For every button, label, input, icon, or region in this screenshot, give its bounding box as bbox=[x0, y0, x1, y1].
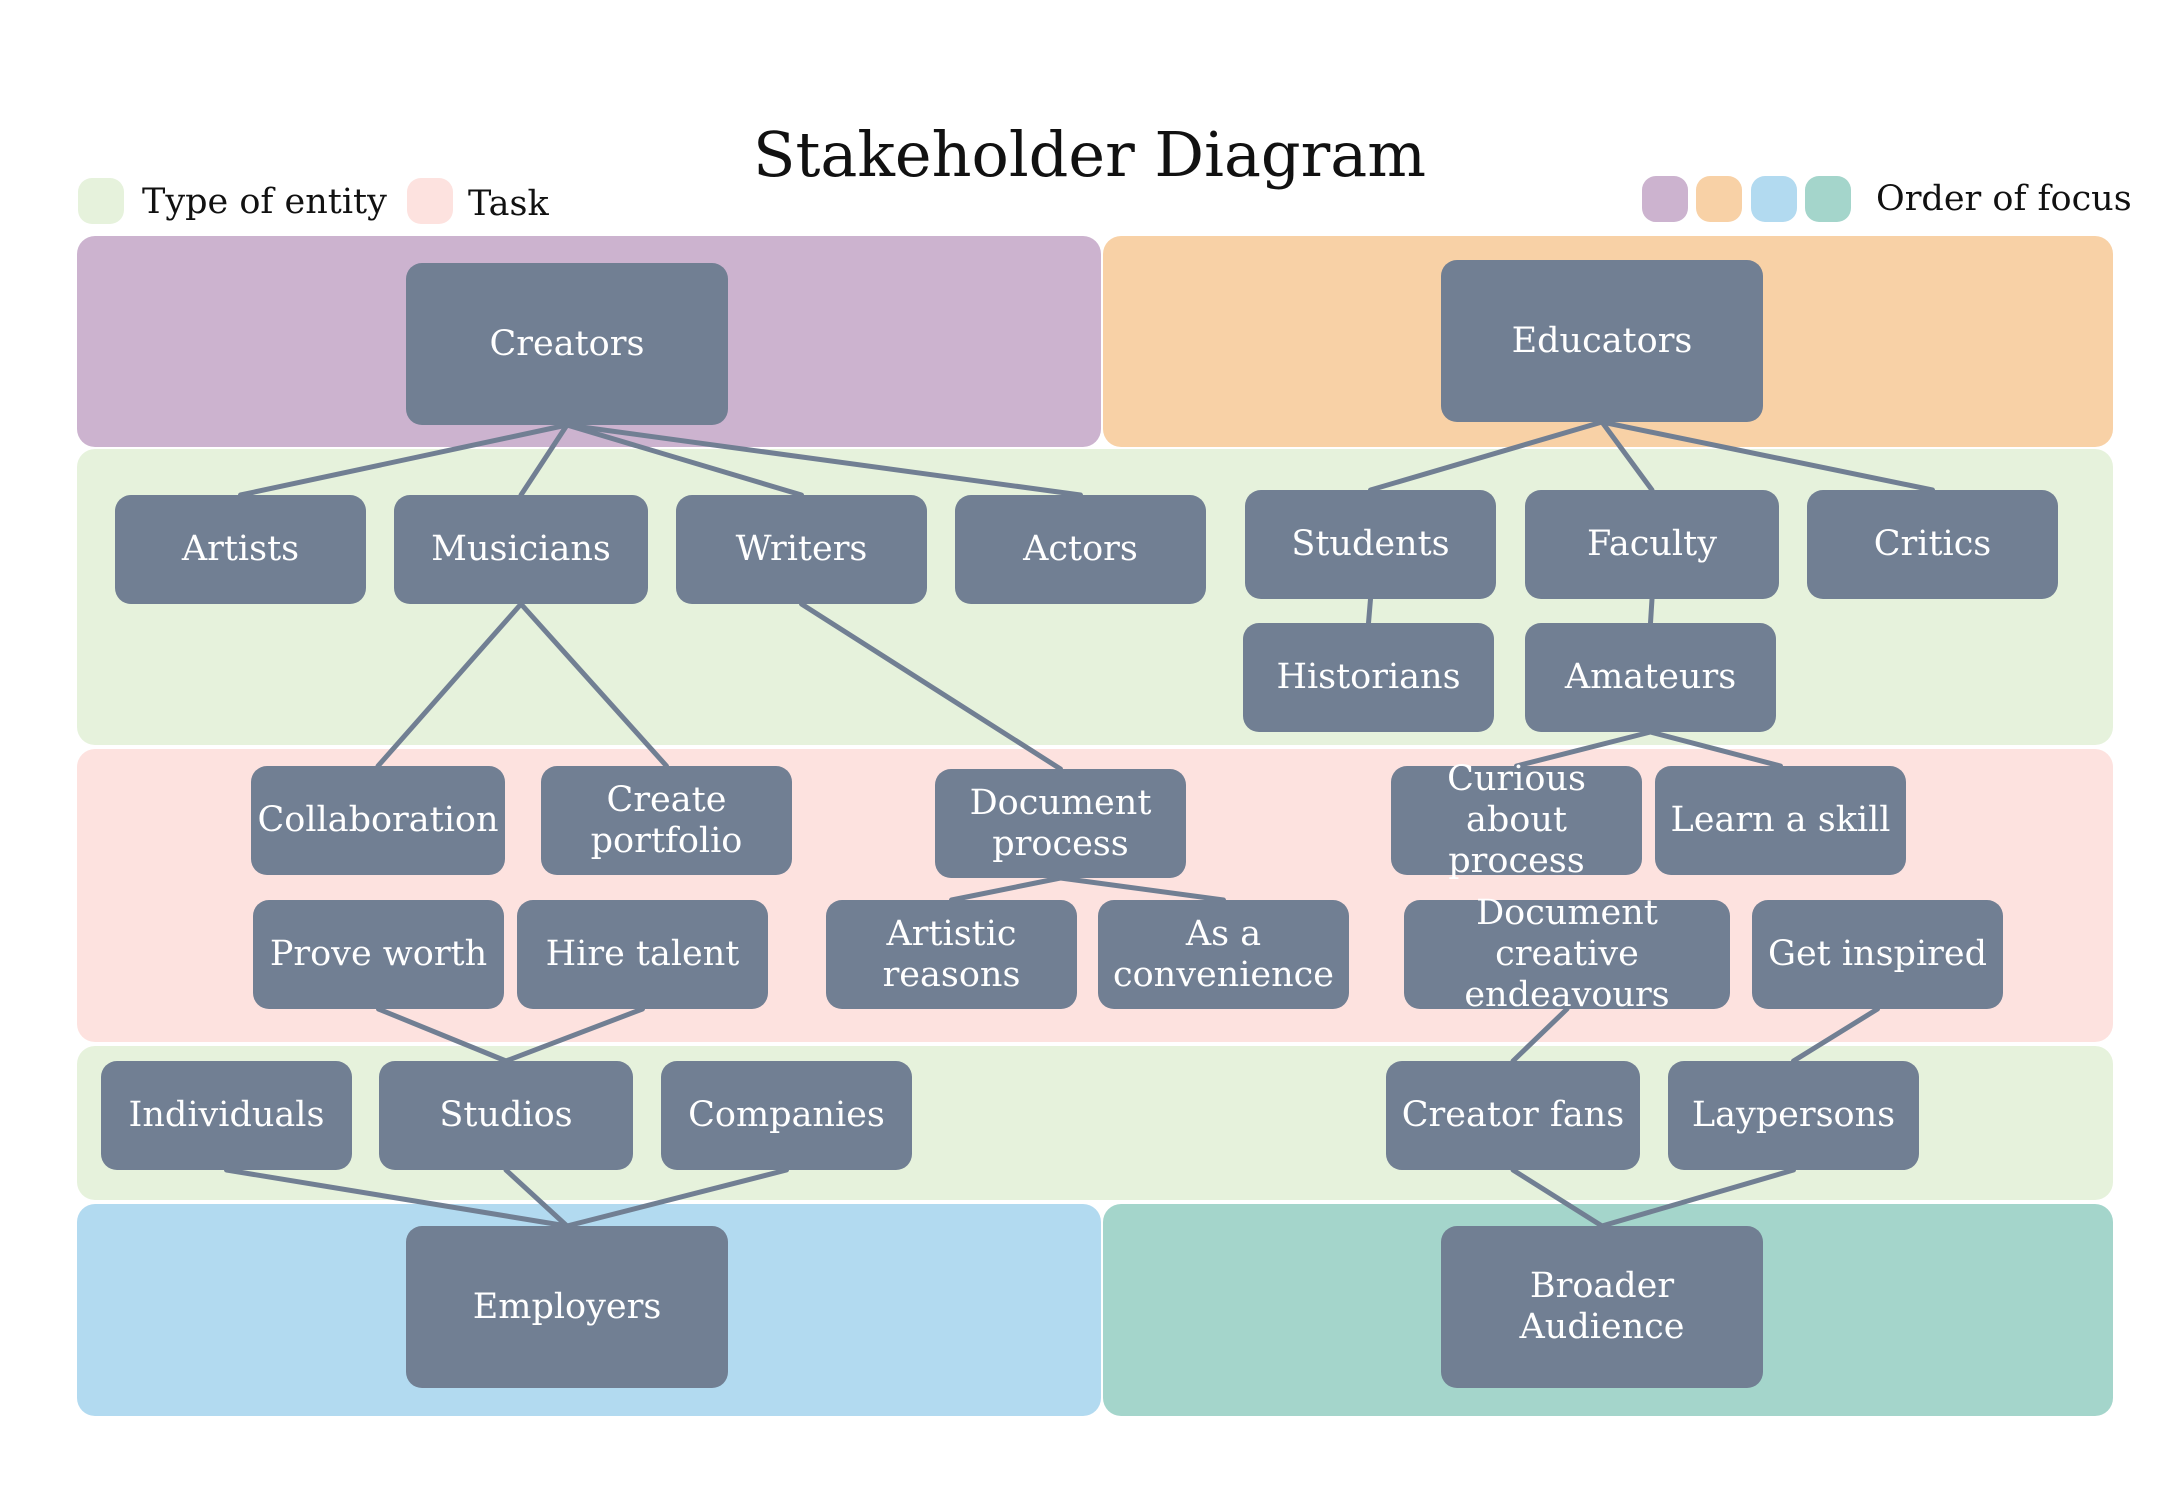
hire-talent-label: Hire talent bbox=[545, 934, 740, 974]
curious-about-process-label: Curious about process bbox=[1447, 759, 1586, 881]
edge-prove_worth-studios bbox=[376, 1006, 509, 1064]
learn-a-skill-label: Learn a skill bbox=[1670, 800, 1891, 840]
edge-creators-musicians bbox=[518, 422, 570, 498]
creator-fans-node[interactable]: Creator fans bbox=[1386, 1061, 1640, 1170]
edge-educators-critics bbox=[1599, 419, 1935, 493]
students-node[interactable]: Students bbox=[1245, 490, 1496, 599]
creators-label: Creators bbox=[489, 323, 645, 364]
edge-writers-document_process bbox=[799, 601, 1063, 772]
edge-hire_talent-studios bbox=[503, 1006, 645, 1064]
curious-about-process-node[interactable]: Curious about process bbox=[1391, 759, 1642, 881]
edge-faculty-amateurs bbox=[1648, 596, 1655, 626]
edge-get_inspired-laypersons bbox=[1791, 1006, 1880, 1064]
broader-audience-label: Broader Audience bbox=[1519, 1266, 1685, 1347]
edge-creators-actors bbox=[564, 422, 1083, 498]
artistic-reasons-node[interactable]: Artistic reasons bbox=[826, 900, 1077, 1009]
diagram-title: Stakeholder Diagram bbox=[752, 118, 1426, 191]
employers-label: Employers bbox=[472, 1286, 662, 1327]
musicians-node[interactable]: Musicians bbox=[394, 495, 648, 604]
collaboration-node[interactable]: Collaboration bbox=[251, 766, 505, 875]
prove-worth-label: Prove worth bbox=[269, 934, 488, 974]
edge-amateurs-learn_a_skill bbox=[1648, 729, 1783, 769]
legend-task-label: Task bbox=[468, 184, 549, 224]
edge-individuals-employers bbox=[224, 1167, 570, 1229]
laypersons-label: Laypersons bbox=[1691, 1095, 1896, 1135]
creator-fans-label: Creator fans bbox=[1401, 1095, 1625, 1135]
laypersons-node[interactable]: Laypersons bbox=[1668, 1061, 1919, 1170]
edge-creator_fans-broader_audience bbox=[1510, 1167, 1605, 1229]
creators-node[interactable]: Creators bbox=[406, 263, 728, 425]
artists-label: Artists bbox=[181, 529, 300, 569]
as-a-convenience-node[interactable]: As a convenience bbox=[1098, 900, 1349, 1009]
companies-label: Companies bbox=[688, 1095, 885, 1135]
edge-educators-faculty bbox=[1599, 419, 1655, 493]
get-inspired-node[interactable]: Get inspired bbox=[1752, 900, 2003, 1009]
studios-node[interactable]: Studios bbox=[379, 1061, 633, 1170]
musicians-label: Musicians bbox=[431, 529, 611, 569]
critics-label: Critics bbox=[1873, 524, 1992, 564]
edge-creators-writers bbox=[564, 422, 804, 498]
as-a-convenience-label: As a convenience bbox=[1112, 913, 1334, 995]
legend-order-swatch-1 bbox=[1642, 176, 1688, 222]
edge-amateurs-curious_about_process bbox=[1514, 729, 1653, 769]
edge-laypersons-broader_audience bbox=[1599, 1167, 1796, 1229]
critics-node[interactable]: Critics bbox=[1807, 490, 2058, 599]
students-label: Students bbox=[1291, 524, 1450, 564]
edge-musicians-create_portfolio bbox=[518, 601, 669, 769]
create-portfolio-label: Create portfolio bbox=[590, 779, 743, 861]
edge-creators-artists bbox=[238, 422, 570, 498]
edge-document_process-artistic_reasons bbox=[949, 875, 1063, 903]
artistic-reasons-label: Artistic reasons bbox=[882, 913, 1021, 995]
legend-order-swatch-2 bbox=[1696, 176, 1742, 222]
artists-node[interactable]: Artists bbox=[115, 495, 366, 604]
actors-node[interactable]: Actors bbox=[955, 495, 1206, 604]
legend-order-swatch-4 bbox=[1805, 176, 1851, 222]
amateurs-node[interactable]: Amateurs bbox=[1525, 623, 1776, 732]
edge-document_creative_endeavours-creator_fans bbox=[1510, 1006, 1570, 1064]
educators-label: Educators bbox=[1511, 320, 1693, 361]
writers-label: Writers bbox=[735, 529, 868, 569]
individuals-node[interactable]: Individuals bbox=[101, 1061, 352, 1170]
document-process-label: Document process bbox=[969, 782, 1152, 864]
document-creative-endeavours-label: Document creative endeavours bbox=[1464, 893, 1670, 1015]
broader-audience-node[interactable]: Broader Audience bbox=[1441, 1226, 1763, 1388]
legend-order-label: Order of focus bbox=[1876, 179, 2132, 219]
legend-task-swatch bbox=[407, 178, 453, 224]
studios-label: Studios bbox=[439, 1095, 573, 1135]
edge-musicians-collaboration bbox=[375, 601, 524, 769]
prove-worth-node[interactable]: Prove worth bbox=[253, 900, 504, 1009]
amateurs-label: Amateurs bbox=[1564, 657, 1737, 697]
companies-node[interactable]: Companies bbox=[661, 1061, 912, 1170]
employers-node[interactable]: Employers bbox=[406, 1226, 728, 1388]
document-process-node[interactable]: Document process bbox=[935, 769, 1186, 878]
collaboration-label: Collaboration bbox=[257, 800, 499, 840]
individuals-label: Individuals bbox=[128, 1095, 325, 1135]
legend-order-swatch-3 bbox=[1751, 176, 1797, 222]
writers-node[interactable]: Writers bbox=[676, 495, 927, 604]
document-creative-endeavours-node[interactable]: Document creative endeavours bbox=[1404, 893, 1730, 1015]
edge-companies-employers bbox=[564, 1167, 789, 1229]
edge-studios-employers bbox=[503, 1167, 570, 1229]
historians-node[interactable]: Historians bbox=[1243, 623, 1494, 732]
faculty-node[interactable]: Faculty bbox=[1525, 490, 1779, 599]
create-portfolio-node[interactable]: Create portfolio bbox=[541, 766, 792, 875]
historians-label: Historians bbox=[1276, 657, 1461, 697]
get-inspired-label: Get inspired bbox=[1767, 934, 1987, 974]
legend-entity-swatch bbox=[78, 178, 124, 224]
learn-a-skill-node[interactable]: Learn a skill bbox=[1655, 766, 1906, 875]
hire-talent-node[interactable]: Hire talent bbox=[517, 900, 768, 1009]
edge-students-historians bbox=[1366, 596, 1373, 626]
faculty-label: Faculty bbox=[1587, 524, 1717, 564]
edge-educators-students bbox=[1368, 419, 1605, 493]
legend-entity-label: Type of entity bbox=[142, 182, 387, 222]
edge-document_process-as_a_convenience bbox=[1058, 875, 1226, 903]
educators-node[interactable]: Educators bbox=[1441, 260, 1763, 422]
actors-label: Actors bbox=[1023, 529, 1138, 569]
